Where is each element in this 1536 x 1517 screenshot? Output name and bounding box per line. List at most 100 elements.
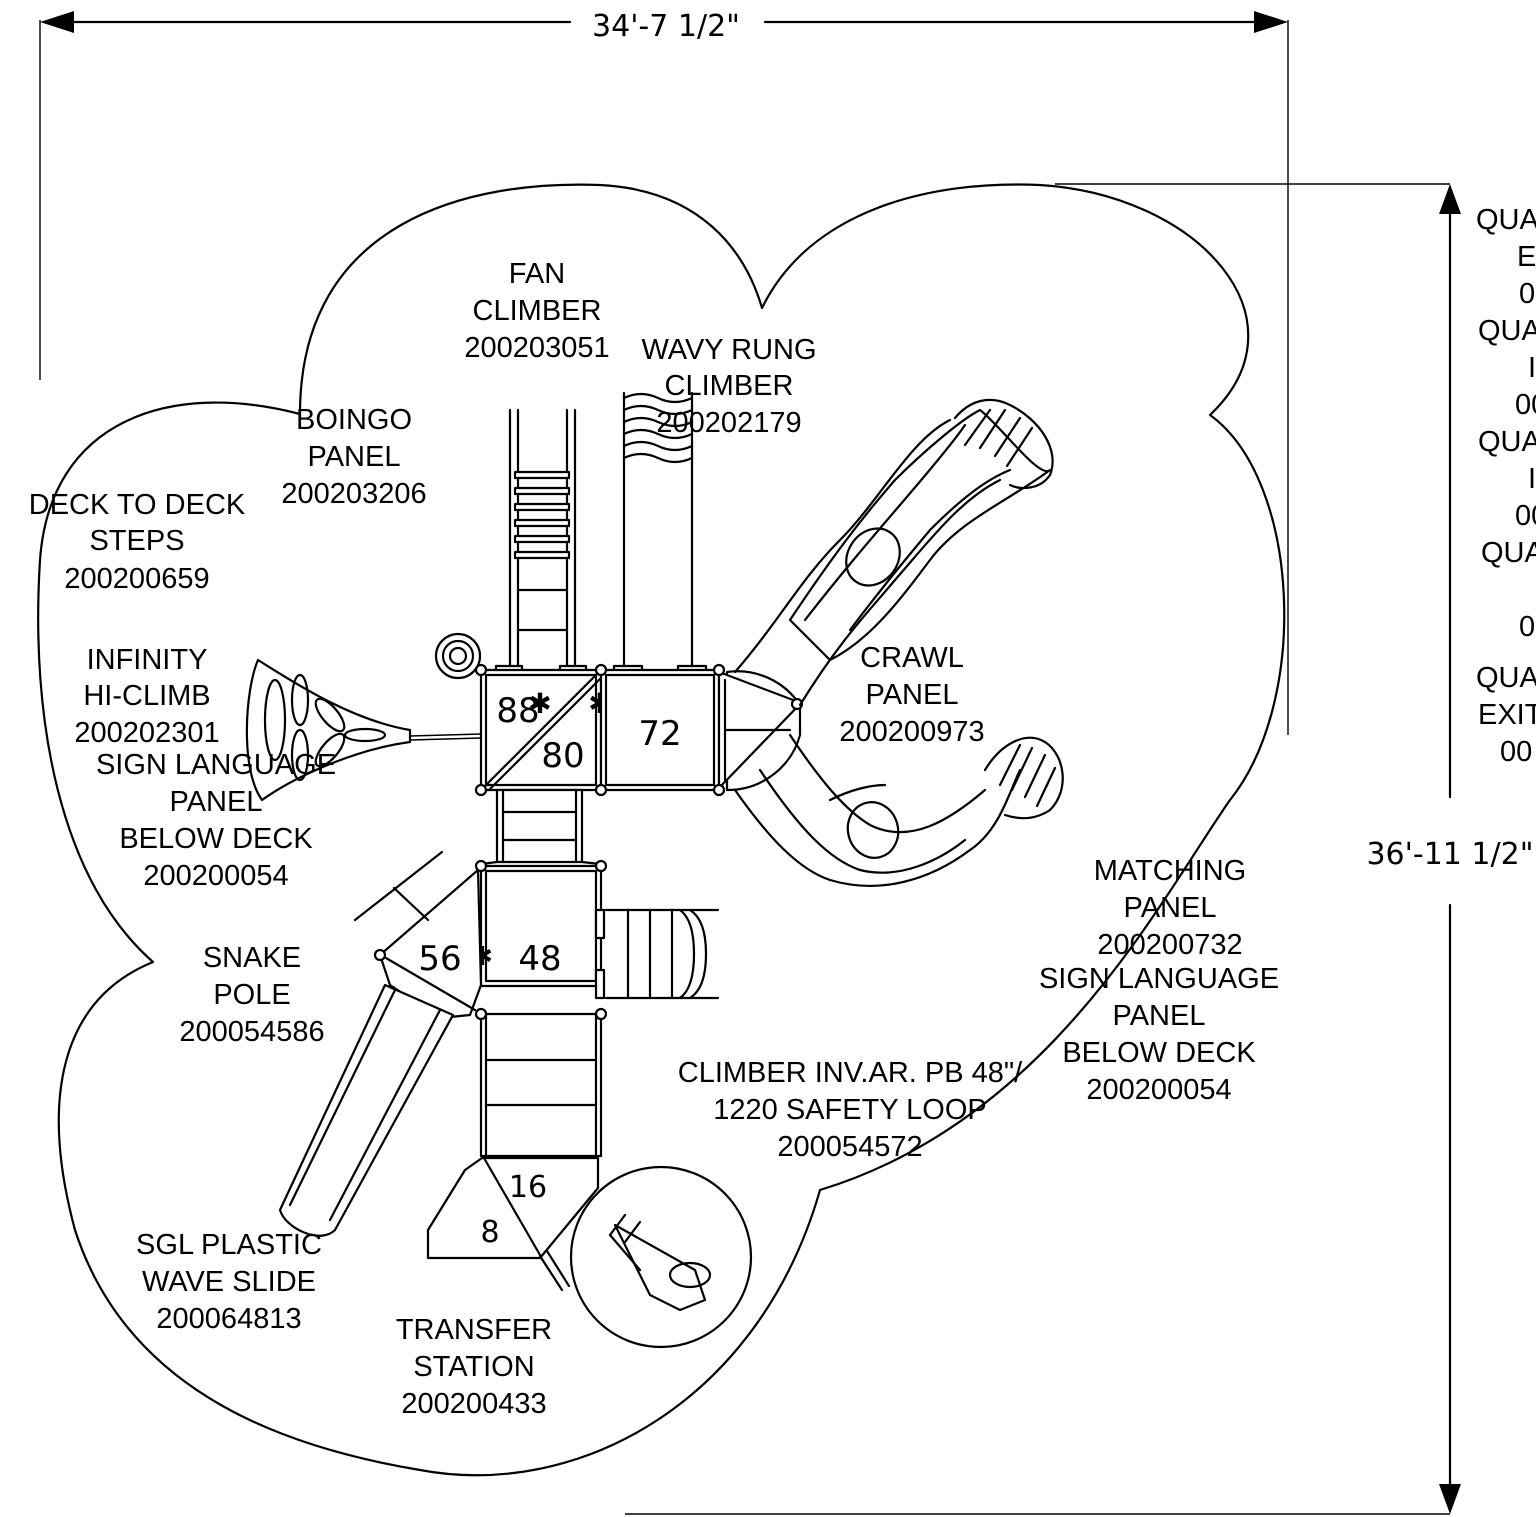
svg-text:00: 00: [1500, 736, 1532, 768]
svg-text:I: I: [1528, 352, 1536, 384]
fan-climber-ladder: [494, 408, 588, 675]
deck-number-72: 72: [638, 714, 681, 754]
svg-text:STATION: STATION: [413, 1351, 534, 1383]
svg-text:CLIMBER INV.AR. PB 48"/: CLIMBER INV.AR. PB 48"/: [678, 1057, 1023, 1089]
svg-text:200200054: 200200054: [1086, 1074, 1231, 1106]
climber-safety-loop: [594, 908, 720, 1000]
svg-text:✱: ✱: [528, 687, 551, 720]
svg-text:PANEL: PANEL: [866, 679, 959, 711]
svg-text:BELOW DECK: BELOW DECK: [119, 823, 313, 855]
label-fan-climber: FAN CLIMBER 200203051: [464, 258, 609, 364]
svg-text:POLE: POLE: [213, 979, 290, 1011]
svg-text:INFINITY: INFINITY: [87, 644, 208, 676]
safety-zone-outline: [37, 183, 1286, 1477]
svg-text:SIGN LANGUAGE: SIGN LANGUAGE: [96, 749, 336, 781]
svg-text:QUA: QUA: [1476, 204, 1536, 236]
svg-text:EXIT: EXIT: [1478, 699, 1536, 731]
crawl-panel-junction: [717, 670, 804, 792]
label-climber-inv-ar: CLIMBER INV.AR. PB 48"/ 1220 SAFETY LOOP…: [678, 1057, 1023, 1163]
svg-text:200203206: 200203206: [281, 478, 426, 510]
svg-text:CRAWL: CRAWL: [860, 642, 964, 674]
svg-text:200203051: 200203051: [464, 332, 609, 364]
deck-to-deck-steps-lower: [479, 1012, 603, 1158]
infinity-hi-climb: [245, 658, 482, 802]
label-wavy-rung-climber: WAVY RUNG CLIMBER 200202179: [641, 334, 816, 439]
upper-tube-slide: [733, 398, 1054, 707]
svg-text:200200659: 200200659: [64, 563, 209, 595]
label-sign-language-panel-right: SIGN LANGUAGE PANEL BELOW DECK 200200054: [1039, 963, 1279, 1106]
label-sign-language-panel-left: SIGN LANGUAGE PANEL BELOW DECK 200200054: [96, 749, 336, 892]
svg-text:QUA: QUA: [1478, 315, 1536, 347]
height-dimension: 36'-11 1/2": [625, 183, 1534, 1515]
svg-text:E: E: [1517, 241, 1536, 273]
boingo-panel: [434, 632, 482, 680]
deck-number-8: 8: [480, 1215, 499, 1250]
deck-number-88: 88: [496, 691, 539, 731]
label-crawl-panel: CRAWL PANEL 200200973: [839, 642, 984, 748]
deck-number-56: 56: [418, 939, 461, 979]
svg-text:HI-CLIMB: HI-CLIMB: [83, 680, 210, 712]
svg-text:200202179: 200202179: [656, 407, 801, 439]
svg-text:MATCHING: MATCHING: [1094, 855, 1247, 887]
svg-text:FAN: FAN: [509, 258, 565, 290]
svg-text:0: 0: [1519, 611, 1535, 643]
svg-text:200200973: 200200973: [839, 716, 984, 748]
width-dimension: 34'-7 1/2": [39, 9, 1289, 735]
snake-pole: [353, 850, 444, 922]
svg-text:BELOW DECK: BELOW DECK: [1062, 1037, 1256, 1069]
svg-text:200200732: 200200732: [1097, 929, 1242, 961]
svg-text:QUA: QUA: [1481, 537, 1536, 569]
svg-text:200054586: 200054586: [179, 1016, 324, 1048]
label-snake-pole: SNAKE POLE 200054586: [179, 942, 324, 1048]
svg-text:00: 00: [1515, 389, 1536, 421]
label-boingo-panel: BOINGO PANEL 200203206: [281, 404, 426, 510]
side-notes-clipped: QUA E 0 QUA I 00 QUA I 00 QUA 0 QUA EXIT…: [1476, 204, 1536, 768]
svg-text:CLIMBER: CLIMBER: [473, 295, 602, 327]
label-sgl-plastic-wave-slide: SGL PLASTIC WAVE SLIDE 200064813: [136, 1229, 322, 1335]
svg-text:1220 SAFETY LOOP: 1220 SAFETY LOOP: [713, 1094, 987, 1126]
svg-text:CLIMBER: CLIMBER: [665, 370, 794, 402]
wave-slide: [278, 983, 455, 1237]
svg-text:0: 0: [1519, 278, 1535, 310]
lower-tube-slide: [733, 733, 1064, 887]
label-infinity-hi-climb: INFINITY HI-CLIMB 200202301: [74, 644, 219, 749]
svg-text:WAVE SLIDE: WAVE SLIDE: [142, 1266, 316, 1298]
label-deck-to-deck-steps: DECK TO DECK STEPS 200200659: [29, 489, 246, 595]
label-matching-panel: MATCHING PANEL 200200732: [1094, 855, 1247, 961]
svg-text:PANEL: PANEL: [170, 786, 263, 818]
svg-text:SGL PLASTIC: SGL PLASTIC: [136, 1229, 322, 1261]
svg-text:200200054: 200200054: [143, 860, 288, 892]
deck-number-48: 48: [518, 939, 561, 979]
play-structure: 88 80 ✱ ✱ 72: [245, 391, 1064, 1349]
svg-text:00: 00: [1515, 500, 1536, 532]
svg-text:QUA: QUA: [1476, 662, 1536, 694]
svg-text:SNAKE: SNAKE: [203, 942, 301, 974]
svg-text:200054572: 200054572: [777, 1131, 922, 1163]
svg-text:QUA: QUA: [1478, 426, 1536, 458]
deck-48: 48 ✱: [471, 864, 603, 988]
svg-text:TRANSFER: TRANSFER: [396, 1314, 552, 1346]
svg-text:200202301: 200202301: [74, 717, 219, 749]
transfer-station: 16 8: [426, 1156, 600, 1292]
posts: [373, 663, 726, 1021]
svg-text:DECK TO DECK: DECK TO DECK: [29, 489, 246, 521]
svg-text:PANEL: PANEL: [308, 441, 401, 473]
svg-text:PANEL: PANEL: [1124, 892, 1217, 924]
svg-text:BOINGO: BOINGO: [296, 404, 412, 436]
deck-to-deck-steps-vertical: [479, 788, 602, 866]
deck-number-16: 16: [509, 1170, 547, 1205]
svg-text:STEPS: STEPS: [89, 525, 184, 557]
height-dimension-label: 36'-11 1/2": [1366, 837, 1533, 872]
svg-text:I: I: [1528, 463, 1536, 495]
label-transfer-station: TRANSFER STATION 200200433: [396, 1314, 552, 1420]
wheelchair-access-circle: [569, 1165, 753, 1349]
deck-number-80: 80: [541, 736, 584, 776]
svg-text:200200433: 200200433: [401, 1388, 546, 1420]
width-dimension-label: 34'-7 1/2": [592, 9, 740, 44]
svg-text:PANEL: PANEL: [1113, 1000, 1206, 1032]
svg-text:SIGN LANGUAGE: SIGN LANGUAGE: [1039, 963, 1279, 995]
svg-text:WAVY RUNG: WAVY RUNG: [641, 334, 816, 366]
deck-72: 72: [599, 668, 721, 792]
